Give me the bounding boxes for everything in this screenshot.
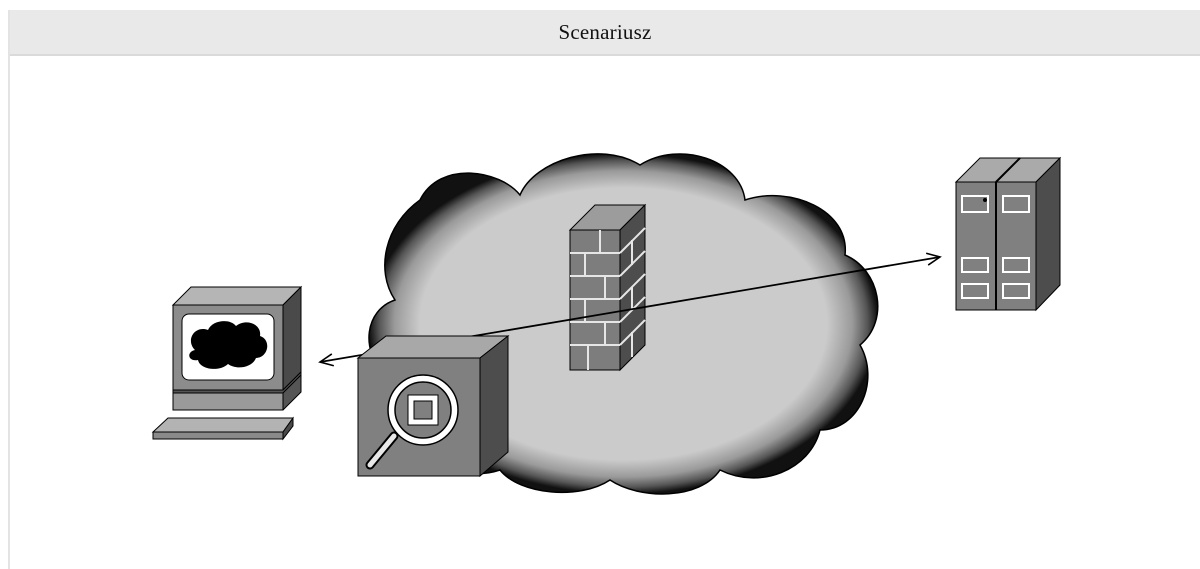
magnifier-appliance-icon	[356, 334, 510, 478]
title-bar: Scenariusz	[10, 10, 1200, 56]
page-title: Scenariusz	[558, 19, 652, 44]
screen-cloud-icon	[189, 321, 268, 369]
server-icon	[954, 156, 1062, 312]
slide-frame	[8, 10, 1200, 569]
firewall-icon	[568, 203, 647, 372]
workstation-icon	[151, 285, 303, 441]
